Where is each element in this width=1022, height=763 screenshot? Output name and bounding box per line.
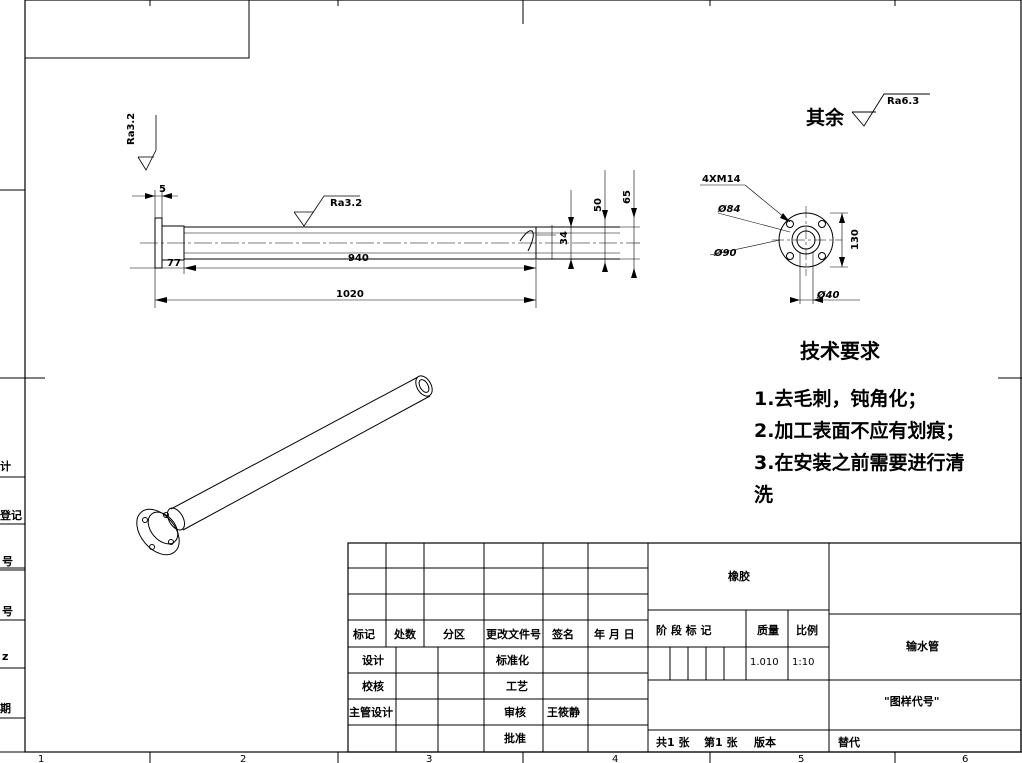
zone-number: 4 (612, 754, 618, 763)
tech-requirement-item: 洗 (754, 483, 773, 506)
left-binding-strip (0, 476, 25, 719)
tb-scale-value: 1:10 (792, 657, 814, 668)
tb-header-zone: 分区 (443, 627, 465, 641)
title-block (347, 542, 1022, 753)
tb-replace: 替代 (838, 735, 860, 749)
zone-number: 1 (38, 754, 44, 763)
tech-requirement-item: 1.去毛刺，钝角化； (754, 387, 926, 410)
border-zone-numbers: 1 2 3 4 5 6 (38, 754, 968, 763)
roughness-rest-symbol (851, 93, 930, 127)
tech-requirements-title: 技术要求 (800, 339, 881, 363)
tb-approve-label: 批准 (504, 731, 526, 745)
roughness-bore-text: Ra3.2 (330, 198, 362, 209)
strip-label: 计 (0, 459, 11, 473)
tb-process-label: 工艺 (506, 679, 528, 693)
tb-material: 橡胶 (728, 569, 750, 583)
zone-number: 6 (962, 754, 968, 763)
dimension-arrows (145, 193, 637, 303)
dim-flange-thickness: 5 (159, 184, 166, 195)
roughness-symbol-bore (293, 195, 360, 227)
tb-header-date: 年 月 日 (594, 627, 635, 641)
strip-label: 号 (2, 605, 13, 618)
strip-label: 期 (0, 701, 11, 715)
tb-mass-value: 1.010 (750, 657, 779, 668)
isometric-view (136, 375, 433, 556)
tb-scale-label: 比例 (796, 623, 818, 637)
dim-tube-length: 940 (348, 253, 369, 264)
tb-sheets-total: 共1 张 (656, 735, 690, 749)
tb-version: 版本 (754, 735, 776, 749)
dim-center-dia: Ø40 (816, 289, 839, 301)
tb-review-label: 审核 (504, 705, 526, 719)
roughness-rest-text: Ra6.3 (887, 96, 919, 107)
tb-stage-label: 阶 段 标 记 (656, 623, 712, 637)
dim-tube-od: 50 (593, 198, 604, 212)
tech-requirement-item: 2.加工表面不应有划痕； (754, 419, 964, 442)
strip-label: 登记 (0, 508, 22, 522)
zone-number: 2 (240, 754, 246, 763)
end-view (700, 184, 860, 304)
roughness-symbol-face (137, 115, 157, 171)
zone-number: 3 (426, 754, 432, 763)
tb-reviewer: 王筱静 (547, 705, 580, 719)
dim-flange-od: 65 (622, 190, 633, 204)
tb-chief-label: 主管设计 (349, 705, 393, 719)
tb-header-doc: 更改文件号 (486, 627, 541, 641)
tech-requirement-item: 3.在安装之前需要进行清 (754, 451, 964, 474)
dim-height: 130 (850, 229, 861, 250)
tb-header-sign: 签名 (551, 627, 574, 641)
side-view (130, 170, 640, 308)
tb-standardize-label: 标准化 (495, 653, 529, 667)
tb-header-count: 处数 (393, 627, 417, 641)
strip-label: z (2, 650, 8, 663)
dim-flange-dia: Ø90 (713, 247, 736, 259)
dim-holes: 4XM14 (702, 174, 741, 185)
roughness-rest-prefix: 其余 (806, 106, 845, 129)
tb-mass-label: 质量 (757, 623, 779, 637)
roughness-face-text: Ra3.2 (126, 113, 137, 145)
dim-pcd: Ø84 (717, 203, 740, 215)
tb-header-mark: 标记 (352, 627, 375, 641)
tb-part-name: 输水管 (906, 639, 939, 653)
zone-number: 5 (798, 754, 804, 763)
strip-label: 号 (2, 555, 13, 568)
dim-overall-length: 1020 (336, 289, 364, 300)
tb-check-label: 校核 (362, 679, 384, 693)
tb-design-label: 设计 (362, 653, 384, 667)
tb-drawing-number: "图样代号" (884, 694, 939, 708)
dim-shoulder-length: 77 (167, 258, 181, 269)
dim-bore: 34 (559, 231, 570, 245)
tb-sheet-number: 第1 张 (704, 735, 738, 749)
